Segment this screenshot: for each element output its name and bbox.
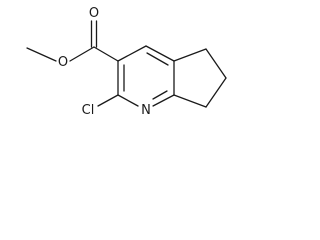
molecule-structure: O O N Cl	[26, 6, 227, 118]
bond-c5-c6	[205, 48, 227, 79]
bond-c7-c7a	[173, 94, 207, 108]
ring-nitrogen-label: N	[141, 103, 151, 118]
bond-carboxyl-ester-oxygen	[69, 46, 95, 62]
ester-oxygen-label: O	[58, 55, 68, 70]
carbonyl-oxygen-label: O	[89, 6, 99, 21]
bond-c4a-c5	[173, 48, 207, 62]
bond-ring-c7a-nitrogen-inner	[152, 90, 168, 100]
bond-c6-c7	[205, 77, 227, 108]
ester-group	[26, 20, 119, 62]
bond-ring-c3-c4	[117, 45, 147, 62]
cyclopentane-ring	[173, 48, 227, 108]
chlorine-label: Cl	[82, 103, 95, 118]
bond-carboxyl-ring	[93, 46, 119, 62]
bond-ring-c4-c4a-inner	[146, 52, 169, 66]
bond-ring-nitrogen-c2	[117, 94, 139, 107]
bond-ring-c4-c4a	[145, 45, 175, 62]
bond-c2-chlorine	[97, 94, 119, 107]
pyridine-ring	[117, 45, 175, 107]
bond-ester-oxygen-methyl	[26, 47, 57, 62]
bond-ring-c7a-nitrogen	[152, 94, 175, 107]
